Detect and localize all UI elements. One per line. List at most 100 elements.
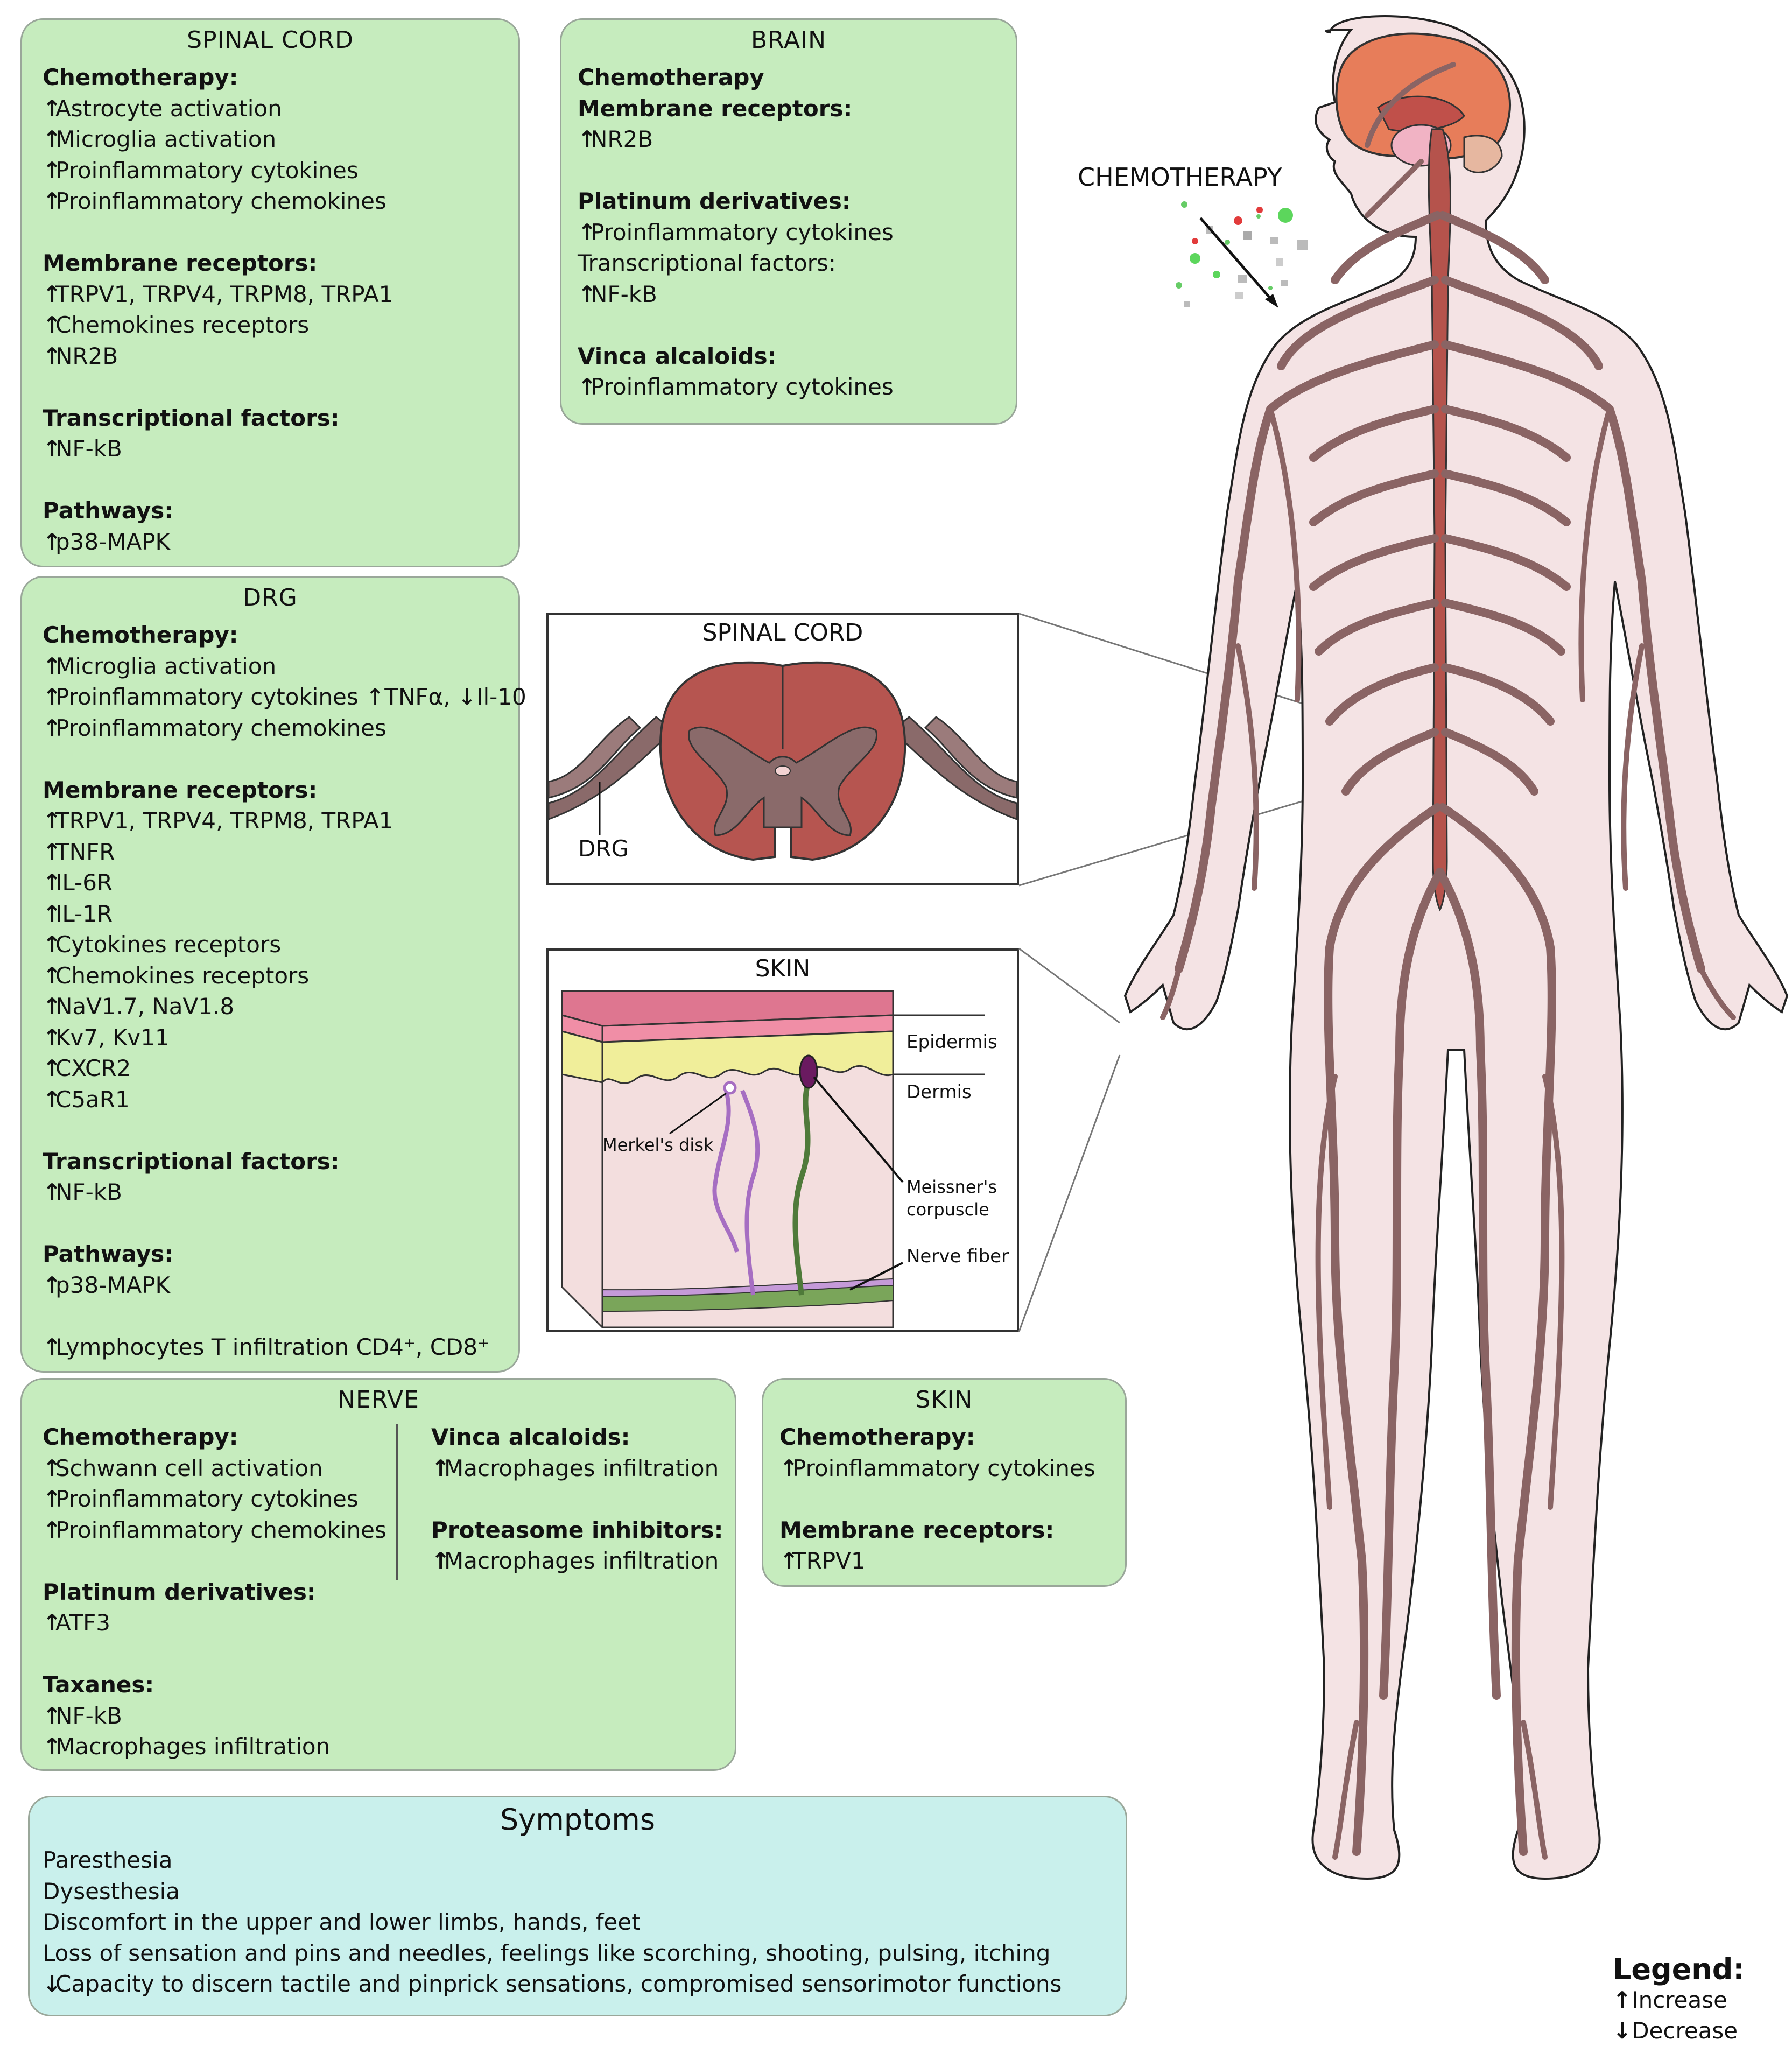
list-heading: Platinum derivatives: [578, 186, 894, 217]
list-item: ↑Microglia activation [43, 651, 526, 682]
merkels-disk-label: Merkel's disk [602, 1135, 714, 1155]
nerve-panel-divider [396, 1424, 398, 1580]
list-item-text: Transcriptional factors: [43, 404, 340, 431]
list-heading: Pathways: [43, 495, 393, 526]
legend-increase-label: Increase [1632, 1987, 1727, 2013]
list-item: ↑Kv7, Kv11 [43, 1022, 526, 1053]
spinal-cord-panel-list: Chemotherapy:↑Astrocyte activation↑Micro… [43, 62, 393, 557]
meissners-label-line1: Meissner's [906, 1177, 997, 1197]
list-heading: Membrane receptors: [43, 775, 526, 806]
list-item-text: TNFR [55, 838, 115, 865]
list-heading: Transcriptional factors: [43, 403, 393, 434]
list-item-text: ATF3 [55, 1609, 111, 1636]
list-item-text: Astrocyte activation [55, 95, 282, 122]
list-item-text: Proinflammatory chemokines [55, 188, 386, 214]
list-item: ↑Proinflammatory cytokines ↑TNFα, ↓Il-10 [43, 681, 526, 713]
list-item-text: NR2B [55, 342, 118, 369]
spinal-cord-figure-title: SPINAL CORD [702, 619, 863, 646]
legend-decrease: ↓Decrease [1613, 2015, 1745, 2046]
list-item: ↑TRPV1, TRPV4, TRPM8, TRPA1 [43, 805, 526, 836]
list-item-text: Platinum derivatives: [43, 1578, 316, 1605]
list-item: ↑Macrophages infiltration [431, 1545, 723, 1577]
list-item: ↑Cytokines receptors [43, 929, 526, 960]
list-item: ↑TNFR [43, 836, 526, 868]
list-heading: Vinca alcaloids: [431, 1422, 723, 1453]
list-item-text: Membrane receptors: [578, 95, 853, 122]
list-item: ↑TRPV1, TRPV4, TRPM8, TRPA1 [43, 279, 393, 310]
spinal-cord-cross-section [549, 661, 1017, 861]
list-item: ↑Proinflammatory cytokines [43, 1483, 386, 1515]
list-item-text: NF-kB [55, 1702, 122, 1729]
list-item: Discomfort in the upper and lower limbs,… [43, 1907, 1062, 1938]
list-item: ↑NF-kB [578, 279, 894, 310]
list-item-text: C5aR1 [55, 1086, 130, 1113]
drg-panel: DRG Chemotherapy:↑Microglia activation↑P… [20, 576, 526, 1373]
nerve-panel-title: NERVE [338, 1386, 419, 1414]
meissners-label-line2: corpuscle [906, 1199, 989, 1220]
list-item-text: IL-6R [55, 869, 113, 896]
list-heading: Platinum derivatives: [43, 1577, 386, 1608]
list-item-text: IL-1R [55, 900, 113, 927]
list-item-text: Proinflammatory cytokines [55, 1486, 359, 1512]
list-item-text: Microglia activation [55, 652, 277, 679]
list-item: ↑NaV1.7, NaV1.8 [43, 991, 526, 1022]
list-item-text: Pathways: [43, 1241, 173, 1267]
list-heading: Proteasome inhibitors: [431, 1515, 723, 1546]
chemotherapy-label: CHEMOTHERAPY [1078, 163, 1282, 192]
list-item: Loss of sensation and pins and needles, … [43, 1938, 1062, 1969]
list-item-text: Taxanes: [43, 1671, 154, 1698]
list-item-text: Proinflammatory chemokines [55, 1516, 386, 1543]
skin-panel-title: SKIN [915, 1386, 973, 1414]
list-item-text: Macrophages infiltration [444, 1548, 719, 1574]
list-item: ↑Proinflammatory chemokines [43, 1515, 386, 1546]
nerve-fiber-label: Nerve fiber [906, 1246, 1009, 1267]
brain-panel-title: BRAIN [751, 26, 826, 54]
list-heading: Chemotherapy: [43, 62, 393, 93]
list-heading: Membrane receptors: [779, 1515, 1095, 1546]
nerve-panel-left-list: Chemotherapy:↑Schwann cell activation↑Pr… [43, 1422, 386, 1762]
list-heading: Chemotherapy: [43, 620, 526, 651]
list-item-text: Microglia activation [55, 126, 277, 152]
list-item: ↑Chemokines receptors [43, 960, 526, 992]
spinal-cord-panel: SPINAL CORD Chemotherapy:↑Astrocyte acti… [20, 18, 520, 567]
list-item: ↑TRPV1 [779, 1545, 1095, 1577]
dermis-label: Dermis [906, 1081, 972, 1103]
legend-increase: ↑Increase [1613, 1985, 1745, 2015]
list-item: ↑Schwann cell activation [43, 1453, 386, 1484]
list-item: ↓Capacity to discern tactile and pinpric… [43, 1968, 1062, 2000]
list-item-text: Chemokines receptors [55, 962, 310, 989]
skin-figure: SKIN Epidermis Dermis Merkel's disk Meis… [546, 948, 1019, 1332]
list-item-text: Vinca alcaloids: [578, 342, 777, 369]
list-item: ↑Astrocyte activation [43, 93, 393, 124]
list-item: ↑C5aR1 [43, 1084, 526, 1115]
drg-label: DRG [578, 835, 629, 862]
nerve-panel-right-list: Vinca alcaloids: ↑Macrophages infiltratio… [431, 1422, 723, 1577]
symptoms-panel-title: Symptoms [500, 1803, 656, 1837]
list-item-text: Schwann cell activation [55, 1454, 323, 1481]
list-item-text: Cytokines receptors [55, 931, 282, 958]
list-item-text: Macrophages infiltration [55, 1733, 331, 1760]
list-item-text: NF-kB [55, 435, 122, 462]
list-item: ↑NF-kB [43, 433, 393, 465]
list-item-text: p38-MAPK [55, 1271, 171, 1298]
skin-section-illustration [561, 990, 985, 1328]
list-item: ↑IL-1R [43, 898, 526, 930]
list-item: ↑Proinflammatory cytokines [43, 155, 393, 186]
list-item-text: Proinflammatory chemokines [55, 714, 386, 741]
list-heading: Taxanes: [43, 1669, 386, 1700]
drg-panel-title: DRG [243, 584, 298, 611]
list-item-text: Chemotherapy: [43, 1424, 238, 1450]
list-item: ↑Proinflammatory chemokines [43, 713, 526, 744]
list-heading: Chemotherapy: [779, 1422, 1095, 1453]
legend: Legend: ↑Increase ↓Decrease [1613, 1954, 1745, 2046]
list-heading: Chemotherapy [578, 62, 894, 93]
list-item: ↑CXCR2 [43, 1053, 526, 1084]
list-item-text: Dysesthesia [43, 1878, 180, 1904]
list-item: Transcriptional factors: [578, 248, 894, 279]
list-item: ↑Proinflammatory cytokines [578, 371, 894, 403]
list-item-text: Proinflammatory cytokines [591, 374, 894, 400]
